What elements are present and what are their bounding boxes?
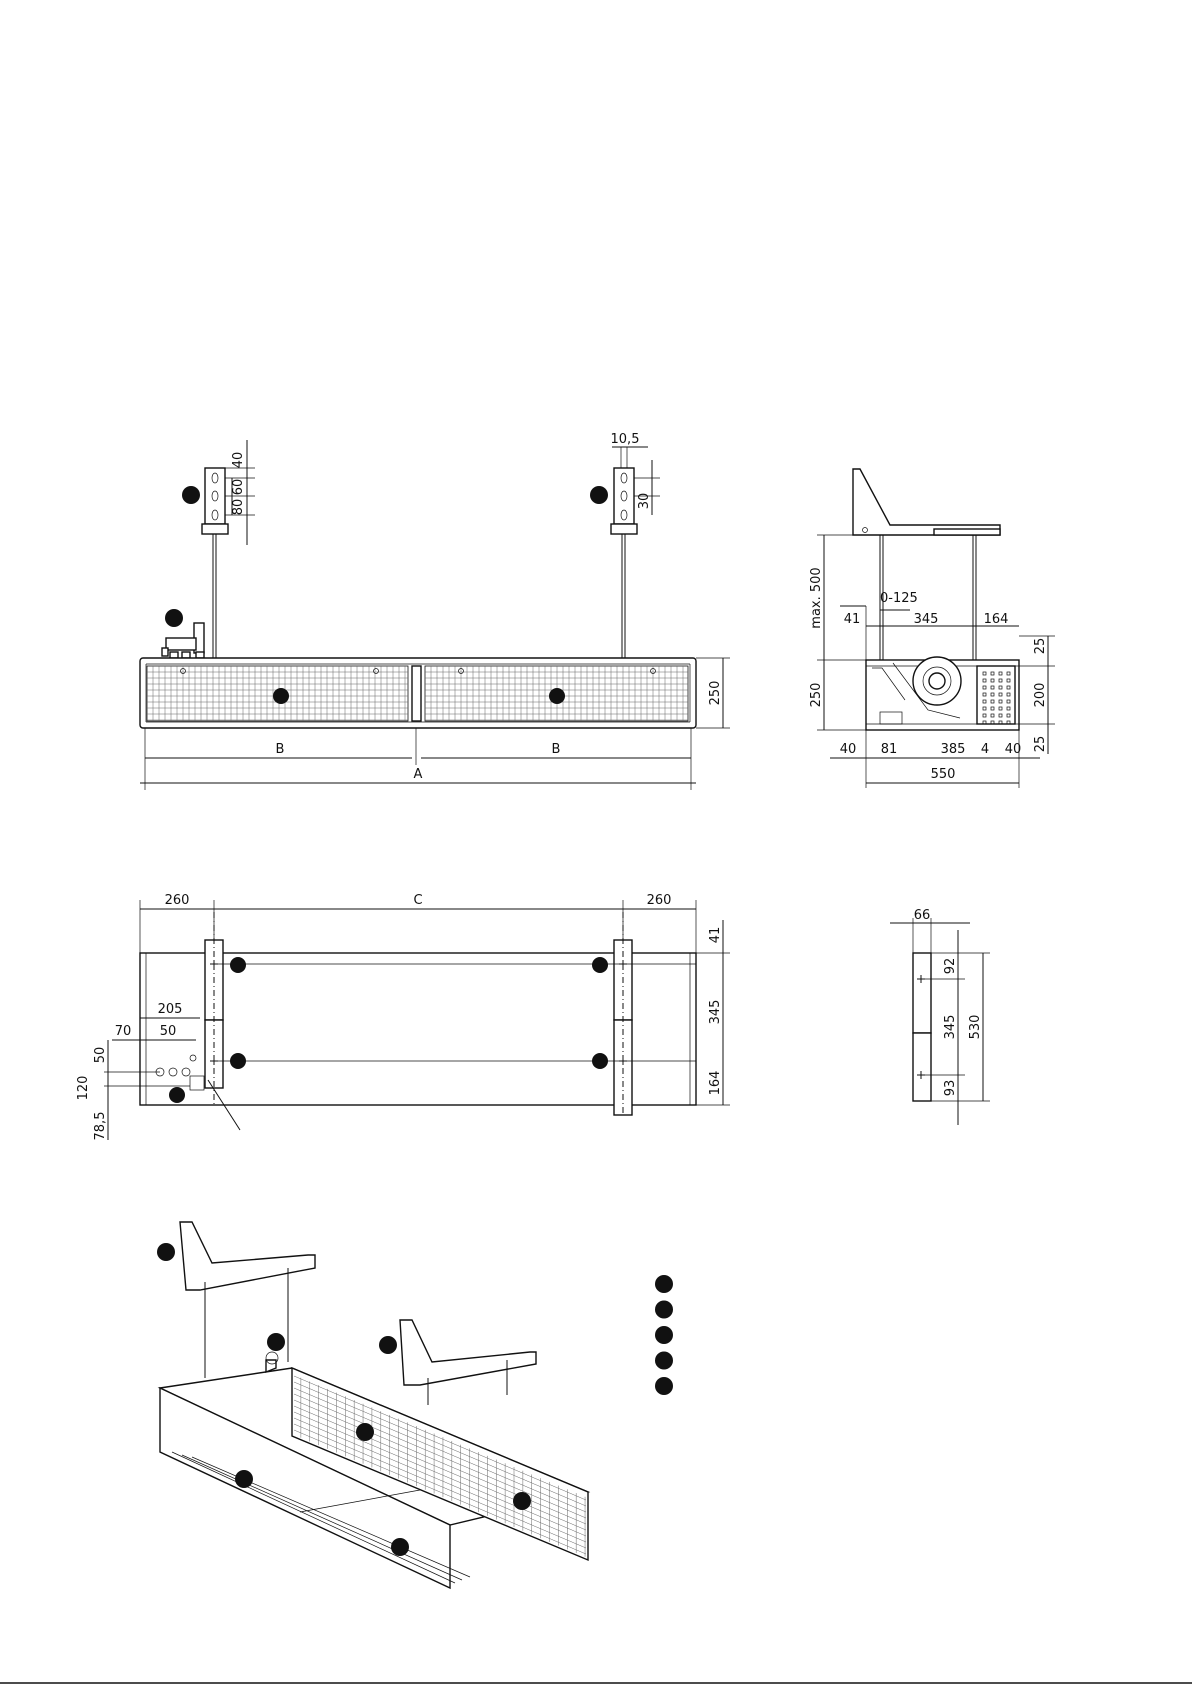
dim-side-25-bottom: 25 bbox=[1033, 736, 1048, 753]
legend-marker-3 bbox=[655, 1326, 673, 1344]
callout-dot bbox=[165, 609, 183, 627]
legend-marker-1 bbox=[655, 1275, 673, 1293]
dim-plan-50-h: 50 bbox=[160, 1024, 177, 1039]
dim-side-40-left: 40 bbox=[840, 742, 857, 757]
dim-plan-260-left: 260 bbox=[165, 893, 190, 908]
dim-front-40: 40 bbox=[231, 452, 246, 469]
callout-dot bbox=[513, 1492, 531, 1510]
dim-plan-260-right: 260 bbox=[647, 893, 672, 908]
dim-side-200: 200 bbox=[1033, 683, 1048, 708]
callout-dot bbox=[391, 1538, 409, 1556]
callout-dot bbox=[267, 1333, 285, 1351]
dim-side-41: 41 bbox=[844, 612, 861, 627]
dim-side-164: 164 bbox=[984, 612, 1009, 627]
valve-assembly bbox=[162, 623, 204, 658]
front-view: 40 60 80 10,5 30 bbox=[140, 432, 730, 790]
dim-side-4: 4 bbox=[981, 742, 989, 757]
dim-plan-70: 70 bbox=[115, 1024, 132, 1039]
dim-side-25-top: 25 bbox=[1033, 638, 1048, 655]
dim-side-345: 345 bbox=[914, 612, 939, 627]
dim-plan-c: C bbox=[413, 893, 422, 908]
callout-dot bbox=[230, 1053, 246, 1069]
legend-markers bbox=[655, 1275, 673, 1395]
legend-marker-4 bbox=[655, 1352, 673, 1370]
dim-front-10-5: 10,5 bbox=[611, 432, 640, 447]
callout-dot bbox=[182, 486, 200, 504]
callout-dot bbox=[592, 1053, 608, 1069]
dim-front-a: A bbox=[414, 767, 423, 782]
bracket-upper bbox=[913, 953, 931, 1033]
dim-plan-345: 345 bbox=[708, 1000, 723, 1025]
dim-bracket-92: 92 bbox=[943, 958, 958, 975]
dim-plan-78-5: 78,5 bbox=[93, 1112, 108, 1141]
callout-dot bbox=[356, 1423, 374, 1441]
dim-side-0-125: 0-125 bbox=[880, 591, 918, 606]
bracket-detail: 66 92 345 530 93 bbox=[890, 908, 990, 1125]
dim-front-b-right: B bbox=[552, 742, 561, 757]
dim-front-b-left: B bbox=[276, 742, 285, 757]
dim-bracket-345: 345 bbox=[943, 1015, 958, 1040]
front-hanger-left bbox=[205, 468, 225, 524]
dim-side-max-500: max. 500 bbox=[809, 567, 824, 628]
side-view: max. 500 250 0-125 41 345 164 25 200 25 … bbox=[809, 469, 1055, 788]
dim-plan-205: 205 bbox=[158, 1002, 183, 1017]
dim-side-385: 385 bbox=[941, 742, 966, 757]
callout-dot bbox=[590, 486, 608, 504]
dim-plan-41: 41 bbox=[708, 927, 723, 944]
iso-bracket-left bbox=[180, 1222, 315, 1290]
dim-front-60: 60 bbox=[231, 479, 246, 496]
dim-side-550: 550 bbox=[931, 767, 956, 782]
iso-bracket-right bbox=[400, 1320, 536, 1385]
dim-plan-164: 164 bbox=[708, 1071, 723, 1096]
legend-marker-2 bbox=[655, 1301, 673, 1319]
front-hanger-right bbox=[614, 468, 634, 524]
callout-dot bbox=[230, 957, 246, 973]
callout-dot bbox=[235, 1470, 253, 1488]
callout-dot bbox=[157, 1243, 175, 1261]
dim-plan-50-v: 50 bbox=[93, 1047, 108, 1064]
dim-bracket-93: 93 bbox=[943, 1080, 958, 1097]
dim-front-250: 250 bbox=[708, 681, 723, 706]
dim-side-40-right: 40 bbox=[1005, 742, 1022, 757]
plan-view: 260 C 260 41 345 164 205 70 50 50 120 78… bbox=[76, 893, 730, 1140]
callout-dot bbox=[169, 1087, 185, 1103]
dim-side-81: 81 bbox=[881, 742, 898, 757]
callout-dot bbox=[549, 688, 565, 704]
side-wall-bracket bbox=[853, 469, 1000, 535]
dim-bracket-66: 66 bbox=[914, 908, 931, 923]
callout-dot bbox=[592, 957, 608, 973]
legend-marker-5 bbox=[655, 1377, 673, 1395]
dim-plan-120: 120 bbox=[76, 1076, 91, 1101]
callout-dot bbox=[379, 1336, 397, 1354]
dim-front-80: 80 bbox=[231, 499, 246, 516]
bracket-lower bbox=[913, 1033, 931, 1101]
dim-front-30: 30 bbox=[637, 493, 652, 510]
callout-dot bbox=[273, 688, 289, 704]
isometric-view bbox=[157, 1222, 588, 1588]
dim-bracket-530: 530 bbox=[968, 1015, 983, 1040]
dim-side-250: 250 bbox=[809, 683, 824, 708]
